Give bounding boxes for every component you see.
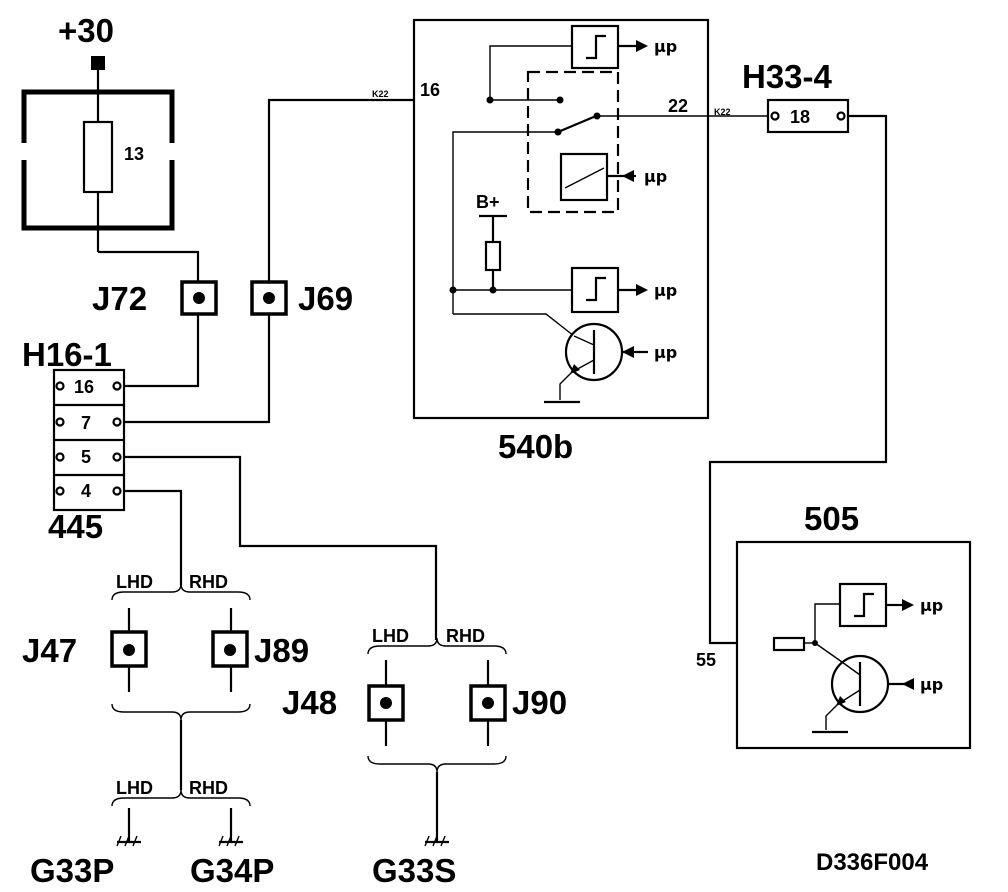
up-label-5: μp xyxy=(920,596,943,615)
rhd-label-3: RHD xyxy=(446,626,485,646)
supply-terminal xyxy=(91,56,105,70)
j69-label: J69 xyxy=(298,280,353,317)
up-label-1: μp xyxy=(654,37,677,56)
module-505-label: 505 xyxy=(804,500,859,537)
lhd-label-1: LHD xyxy=(116,572,153,592)
splice-j72: J72 xyxy=(92,280,218,317)
splice-j90: J90 xyxy=(469,684,567,722)
fuse-number: 13 xyxy=(124,144,144,164)
rhd-label-2: RHD xyxy=(189,778,228,798)
pin-22-label: 22 xyxy=(668,96,688,116)
pullup-resistor xyxy=(484,240,502,272)
h16-ref: 445 xyxy=(48,508,103,545)
h16-pin-4: 4 xyxy=(81,481,91,501)
ground-g34p: G34P xyxy=(190,808,274,889)
bplus-label: B+ xyxy=(476,192,500,212)
j72-label: J72 xyxy=(92,280,147,317)
h16-pin-7: 7 xyxy=(81,413,91,433)
pin-16-label: 16 xyxy=(420,80,440,100)
h33-pin-18: 18 xyxy=(790,107,810,127)
g33s-label: G33S xyxy=(372,852,456,889)
relay-frame xyxy=(526,70,620,214)
fuse-13 xyxy=(82,120,114,194)
h16-label: H16-1 xyxy=(22,336,112,373)
drawing-id: D336F004 xyxy=(816,849,929,876)
splice-j69: J69 xyxy=(250,280,353,317)
module-540b: K22 16 μp 22 K22 μp B+ xyxy=(372,18,768,420)
lhd-label-2: LHD xyxy=(116,778,153,798)
connector-h33-4: 18 xyxy=(766,98,850,134)
k22-label-out: K22 xyxy=(714,107,731,117)
g33p-label: G33P xyxy=(30,852,114,889)
module-505: 55 μp μp xyxy=(696,540,972,750)
h16-pin-16: 16 xyxy=(74,377,94,397)
lhd-label-3: LHD xyxy=(372,626,409,646)
h33-label: H33-4 xyxy=(742,58,833,95)
up-label-3: μp xyxy=(654,281,677,300)
connector-h16-1: 16 7 5 4 xyxy=(52,368,126,512)
h16-pin-5: 5 xyxy=(81,447,91,467)
up-label-2: μp xyxy=(644,167,667,186)
supply-label: +30 xyxy=(58,12,114,49)
ground-g33s: G33S xyxy=(372,772,456,889)
k22-label-in: K22 xyxy=(372,89,389,99)
splice-j89: J89 xyxy=(211,630,309,669)
input-resistor xyxy=(772,636,806,652)
splice-j48: J48 xyxy=(282,684,405,722)
j89-label: J89 xyxy=(254,632,309,669)
g34p-label: G34P xyxy=(190,852,274,889)
up-label-6: μp xyxy=(920,675,943,694)
up-label-4: μp xyxy=(654,343,677,362)
splice-j47: J47 xyxy=(22,630,148,669)
j48-label: J48 xyxy=(282,684,337,721)
ground-g33p: G33P xyxy=(30,808,141,889)
j47-label: J47 xyxy=(22,632,77,669)
relay-coil xyxy=(559,152,609,202)
rhd-label-1: RHD xyxy=(189,572,228,592)
module-540b-label: 540b xyxy=(498,428,573,465)
j90-label: J90 xyxy=(512,684,567,721)
pin-55-label: 55 xyxy=(696,650,716,670)
